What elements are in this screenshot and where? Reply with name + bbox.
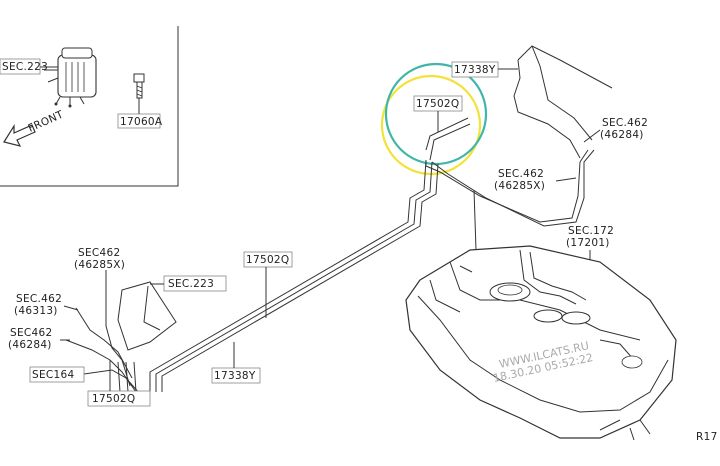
label-17502q-bottom[interactable]: 17502Q xyxy=(87,360,151,407)
highlight-circle-teal xyxy=(384,62,488,166)
label-17338y-bottom[interactable]: 17338Y xyxy=(211,342,261,384)
label-sec462-46313-b: (46313) xyxy=(14,305,58,317)
label-17338y-bottom-text: 17338Y xyxy=(214,370,256,382)
label-sec462-right-a: SEC.462 xyxy=(602,117,648,129)
label-sec223-left[interactable]: SEC.223 xyxy=(150,275,227,292)
label-sec462-left-b: (46285X) xyxy=(74,259,125,271)
label-sec462-left-a: SEC462 xyxy=(78,247,120,259)
label-sec462-46284-b: (46284) xyxy=(8,339,52,351)
filler-tube xyxy=(513,45,613,159)
label-sec172-b: (17201) xyxy=(566,237,610,249)
label-sec462-46313-a: SEC.462 xyxy=(16,293,62,305)
label-sec462-46313[interactable]: SEC.462 (46313) xyxy=(14,293,79,317)
label-sec462-46284-right[interactable]: SEC.462 (46284) xyxy=(583,117,648,143)
front-arrow-icon xyxy=(3,123,36,147)
label-sec223-top-text: SEC.223 xyxy=(2,61,48,73)
inset-frame xyxy=(0,26,179,187)
label-sec462-right-b: (46284) xyxy=(600,129,644,141)
label-sec164-text: SEC164 xyxy=(32,369,74,381)
label-sec223-left-text: SEC.223 xyxy=(168,278,214,290)
label-17502q-top[interactable]: 17502Q xyxy=(413,95,463,112)
label-sec462-46284-a: SEC462 xyxy=(10,327,52,339)
label-17502q-bottom-text: 17502Q xyxy=(92,393,135,405)
label-17502q-mid[interactable]: 17502Q xyxy=(243,251,293,318)
label-17338y-top-text: 17338Y xyxy=(454,64,496,76)
label-17060a-text: 17060A xyxy=(120,116,163,128)
label-17338y-top[interactable]: 17338Y xyxy=(451,61,499,78)
label-sec462-46285x-left[interactable]: SEC462 (46285X) xyxy=(74,247,125,271)
label-sec172-a: SEC.172 xyxy=(568,225,614,237)
label-sec462-mid-b: (46285X) xyxy=(494,180,545,192)
reference-code: R17 xyxy=(696,431,718,443)
label-sec462-46284-left[interactable]: SEC462 (46284) xyxy=(8,327,70,351)
label-sec462-46285x-mid[interactable]: SEC.462 (46285X) xyxy=(494,168,577,192)
bolt-icon xyxy=(133,73,145,114)
label-17502q-mid-text: 17502Q xyxy=(246,254,289,266)
fuel-lines xyxy=(149,149,595,392)
highlight-circle-yellow xyxy=(380,74,482,176)
front-label: FRONT xyxy=(26,108,65,134)
label-17060a[interactable]: 17060A xyxy=(117,113,163,129)
evap-canister-icon xyxy=(44,47,97,108)
label-17502q-top-text: 17502Q xyxy=(416,98,459,110)
label-sec223-top[interactable]: SEC.223 xyxy=(0,58,48,75)
fuel-tank-icon xyxy=(405,245,677,441)
label-sec462-mid-a: SEC.462 xyxy=(498,168,544,180)
label-sec164[interactable]: SEC164 xyxy=(29,366,85,383)
